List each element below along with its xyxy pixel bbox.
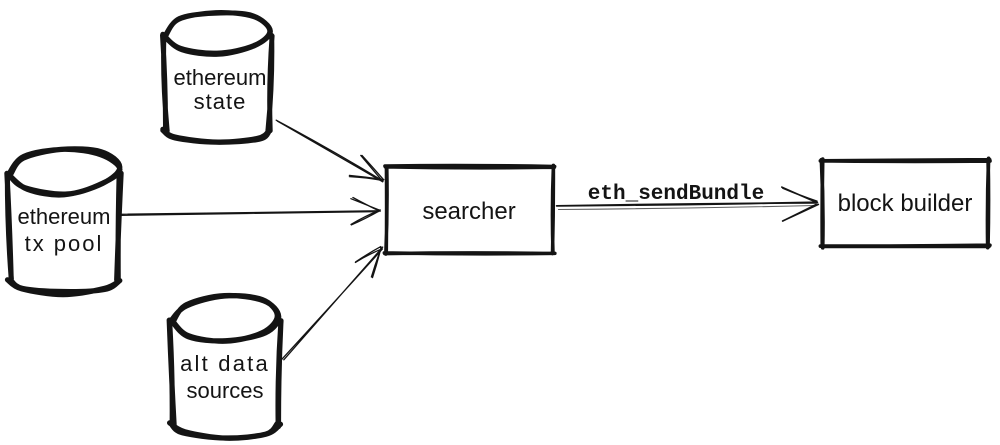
svg-text:ethereum: ethereum [174, 65, 267, 90]
svg-text:block builder: block builder [838, 190, 973, 217]
svg-text:eth_sendBundle: eth_sendBundle [588, 183, 764, 206]
svg-text:tx pool: tx pool [25, 231, 104, 256]
svg-text:searcher: searcher [422, 198, 515, 225]
svg-text:state: state [194, 89, 247, 114]
svg-text:ethereum: ethereum [18, 204, 111, 229]
svg-text:sources: sources [186, 378, 263, 403]
svg-text:alt data: alt data [180, 351, 270, 376]
